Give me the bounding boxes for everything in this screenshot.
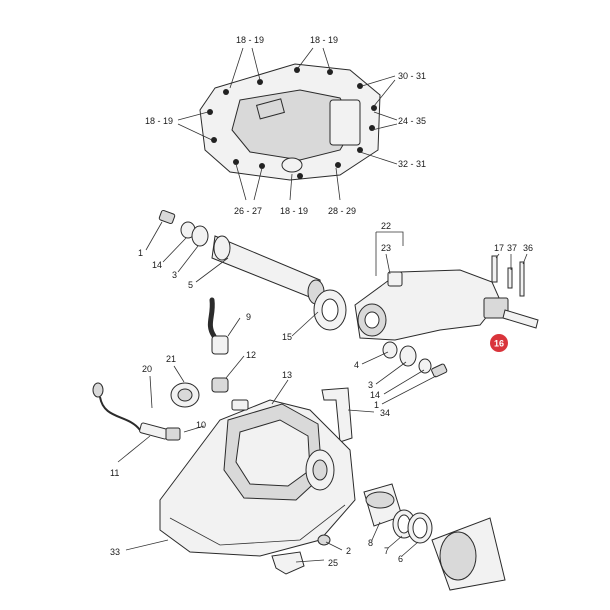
seal-ring [313, 289, 347, 331]
label-13: 13 [282, 370, 292, 380]
label-18-19-top-left: 18 - 19 [236, 35, 264, 45]
label-12: 12 [246, 350, 256, 360]
label-26-27: 26 - 27 [234, 206, 262, 216]
top-cover-plate [199, 63, 381, 181]
lift-arm [354, 255, 539, 341]
label-2: 2 [346, 546, 351, 556]
label-1: 1 [138, 248, 143, 258]
label-16: 16 [494, 339, 504, 349]
label-3: 3 [172, 270, 177, 280]
cover-bolts [207, 67, 377, 179]
shaft-assembly [158, 209, 325, 305]
label-9: 9 [246, 312, 251, 322]
label-18-19-left: 18 - 19 [145, 116, 173, 126]
cover-leader-lines [177, 47, 398, 201]
sensor-cable-11 [92, 382, 181, 441]
label-3-lower: 3 [368, 380, 373, 390]
label-10: 10 [196, 420, 206, 430]
shaft-end [431, 517, 506, 591]
label-32-31: 32 - 31 [398, 159, 426, 169]
label-30-31: 30 - 31 [398, 71, 426, 81]
cap-12 [211, 377, 229, 393]
label-33: 33 [110, 547, 120, 557]
label-21: 21 [166, 354, 176, 364]
main-housing [159, 399, 356, 557]
label-36: 36 [523, 243, 533, 253]
label-37: 37 [507, 243, 517, 253]
label-14-lower: 14 [370, 390, 380, 400]
label-18-19-bottom: 18 - 19 [280, 206, 308, 216]
label-11: 11 [110, 468, 119, 478]
label-4: 4 [354, 360, 359, 370]
parts-leader-lines [117, 221, 528, 563]
label-24-35: 24 - 35 [398, 116, 426, 126]
highlight-marker-16: 16 [490, 334, 508, 352]
sensor-cable [207, 297, 229, 355]
label-15: 15 [282, 332, 292, 342]
label-25: 25 [328, 558, 338, 568]
label-28-29: 28 - 29 [328, 206, 356, 216]
label-20: 20 [142, 364, 152, 374]
fitting-21 [170, 382, 200, 408]
part-labels: 18 - 19 18 - 19 18 - 19 30 - 31 24 - 35 … [110, 35, 533, 568]
label-18-19-top-right: 18 - 19 [310, 35, 338, 45]
bushing-and-rings [363, 483, 433, 544]
label-22: 22 [381, 221, 391, 231]
label-7: 7 [384, 546, 389, 556]
label-17: 17 [494, 243, 504, 253]
label-34: 34 [380, 408, 390, 418]
label-8: 8 [368, 538, 373, 548]
label-1-lower: 1 [374, 400, 379, 410]
label-23: 23 [381, 243, 391, 253]
label-5: 5 [188, 280, 193, 290]
label-14: 14 [152, 260, 162, 270]
washer-stack [382, 341, 448, 378]
label-6: 6 [398, 554, 403, 564]
